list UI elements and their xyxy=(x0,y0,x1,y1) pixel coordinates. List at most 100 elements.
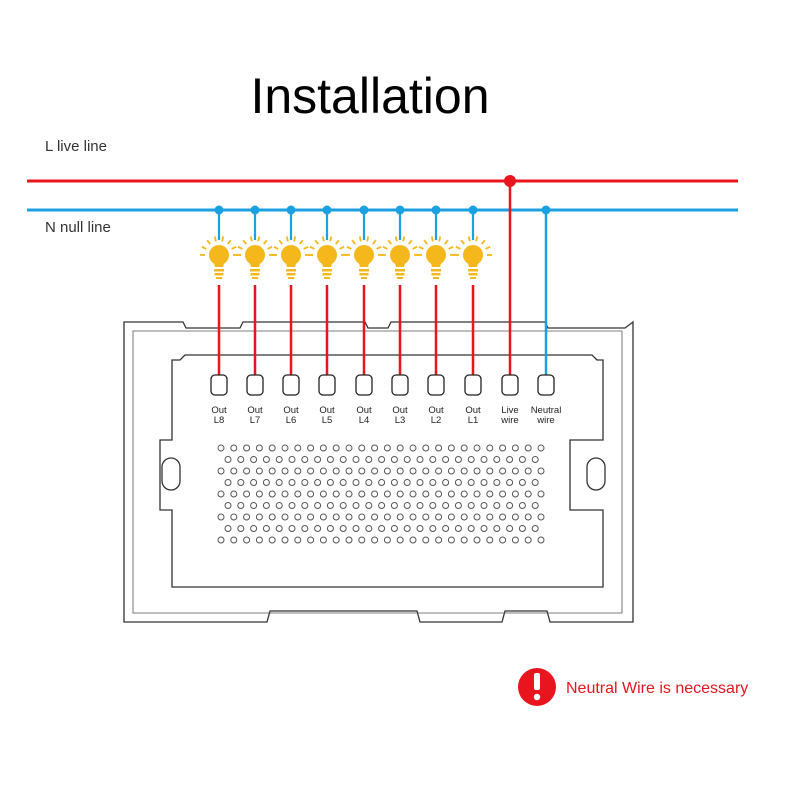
vent-hole xyxy=(480,525,488,532)
vent-hole xyxy=(409,444,417,452)
terminal-label-top: Out xyxy=(392,405,408,416)
terminal-7 xyxy=(464,374,482,396)
vent-hole xyxy=(467,525,475,532)
bulb-icon xyxy=(345,236,383,279)
vent-hole xyxy=(396,467,404,475)
vent-hole xyxy=(422,513,430,521)
vent-hole xyxy=(416,502,424,509)
vent-hole xyxy=(499,467,507,475)
vent-hole xyxy=(262,456,270,463)
terminals: OutL8OutL7OutL6OutL5OutL4OutL3OutL2OutL1… xyxy=(210,374,562,426)
vent-hole xyxy=(390,502,398,509)
vent-hole xyxy=(396,513,404,521)
vent-hole xyxy=(255,467,263,475)
vent-hole xyxy=(243,490,251,498)
vent-hole xyxy=(224,479,232,486)
vent-hole xyxy=(352,502,360,509)
vent-hole xyxy=(524,490,532,498)
vent-hole xyxy=(480,479,488,486)
vent-hole xyxy=(358,490,366,498)
vent-hole xyxy=(422,467,430,475)
vent-hole xyxy=(403,479,411,486)
neutral-junction-dot xyxy=(322,205,332,215)
terminal-9 xyxy=(537,374,555,396)
vent-hole xyxy=(378,479,386,486)
vent-hole xyxy=(499,536,507,544)
vent-hole xyxy=(255,513,263,521)
vent-hole xyxy=(275,456,283,463)
vent-hole xyxy=(365,525,373,532)
vent-hole xyxy=(262,525,270,532)
terminal-label-bottom: L3 xyxy=(395,415,406,426)
vent-hole xyxy=(422,536,430,544)
vent-hole xyxy=(371,490,379,498)
vent-hole xyxy=(422,490,430,498)
vent-hole xyxy=(307,513,315,521)
vent-hole xyxy=(332,490,340,498)
vent-hole xyxy=(294,444,302,452)
vent-hole xyxy=(281,513,289,521)
vent-hole xyxy=(524,444,532,452)
bulb-icon xyxy=(381,236,419,279)
vent-hole xyxy=(447,490,455,498)
vent-hole xyxy=(250,479,258,486)
vent-hole xyxy=(237,479,245,486)
vent-hole xyxy=(237,525,245,532)
vent-hole xyxy=(383,444,391,452)
vent-hole xyxy=(460,490,468,498)
vent-hole xyxy=(467,456,475,463)
vent-hole xyxy=(447,513,455,521)
vent-hole xyxy=(319,536,327,544)
vent-hole xyxy=(332,467,340,475)
vent-hole xyxy=(480,502,488,509)
terminal-label-bottom: L6 xyxy=(286,415,297,426)
terminal-label-top: Out xyxy=(319,405,335,416)
wires xyxy=(214,181,551,376)
terminal-label-bottom: L5 xyxy=(322,415,333,426)
vent-hole xyxy=(416,479,424,486)
terminal-6 xyxy=(427,374,445,396)
vent-hole xyxy=(371,536,379,544)
vent-hole xyxy=(301,479,309,486)
vent-hole xyxy=(224,456,232,463)
vent-hole xyxy=(352,479,360,486)
vent-hole xyxy=(345,513,353,521)
vent-hole xyxy=(301,525,309,532)
vent-hole xyxy=(531,502,539,509)
terminal-label-bottom: L7 xyxy=(250,415,261,426)
vent-hole xyxy=(493,502,501,509)
vent-hole xyxy=(506,456,514,463)
vent-hole xyxy=(352,525,360,532)
vent-hole xyxy=(345,536,353,544)
vent-hole xyxy=(268,467,276,475)
vent-hole xyxy=(326,525,334,532)
terminal-label-top: Neutral xyxy=(531,405,562,416)
vent-hole xyxy=(301,456,309,463)
vent-hole xyxy=(506,502,514,509)
terminal-label-bottom: L8 xyxy=(214,415,225,426)
vent-hole xyxy=(416,525,424,532)
terminal-label-top: Out xyxy=(283,405,299,416)
vent-hole xyxy=(460,536,468,544)
vent-hole xyxy=(268,536,276,544)
vent-hole xyxy=(435,536,443,544)
vent-hole xyxy=(473,513,481,521)
vent-hole xyxy=(345,444,353,452)
vent-hole xyxy=(409,513,417,521)
vent-hole xyxy=(486,536,494,544)
vent-hole xyxy=(524,467,532,475)
vent-hole xyxy=(255,444,263,452)
terminal-label-top: Out xyxy=(247,405,263,416)
vent-hole xyxy=(383,490,391,498)
vent-hole xyxy=(403,456,411,463)
vent-hole xyxy=(230,490,238,498)
terminal-label-bottom: L2 xyxy=(431,415,442,426)
vent-hole xyxy=(237,502,245,509)
vent-hole xyxy=(390,525,398,532)
terminal-label-top: Out xyxy=(465,405,481,416)
vent-hole xyxy=(332,444,340,452)
vent-hole xyxy=(531,479,539,486)
neutral-junction-dot xyxy=(250,205,260,215)
vent-hole xyxy=(435,490,443,498)
vent-hole xyxy=(537,444,545,452)
